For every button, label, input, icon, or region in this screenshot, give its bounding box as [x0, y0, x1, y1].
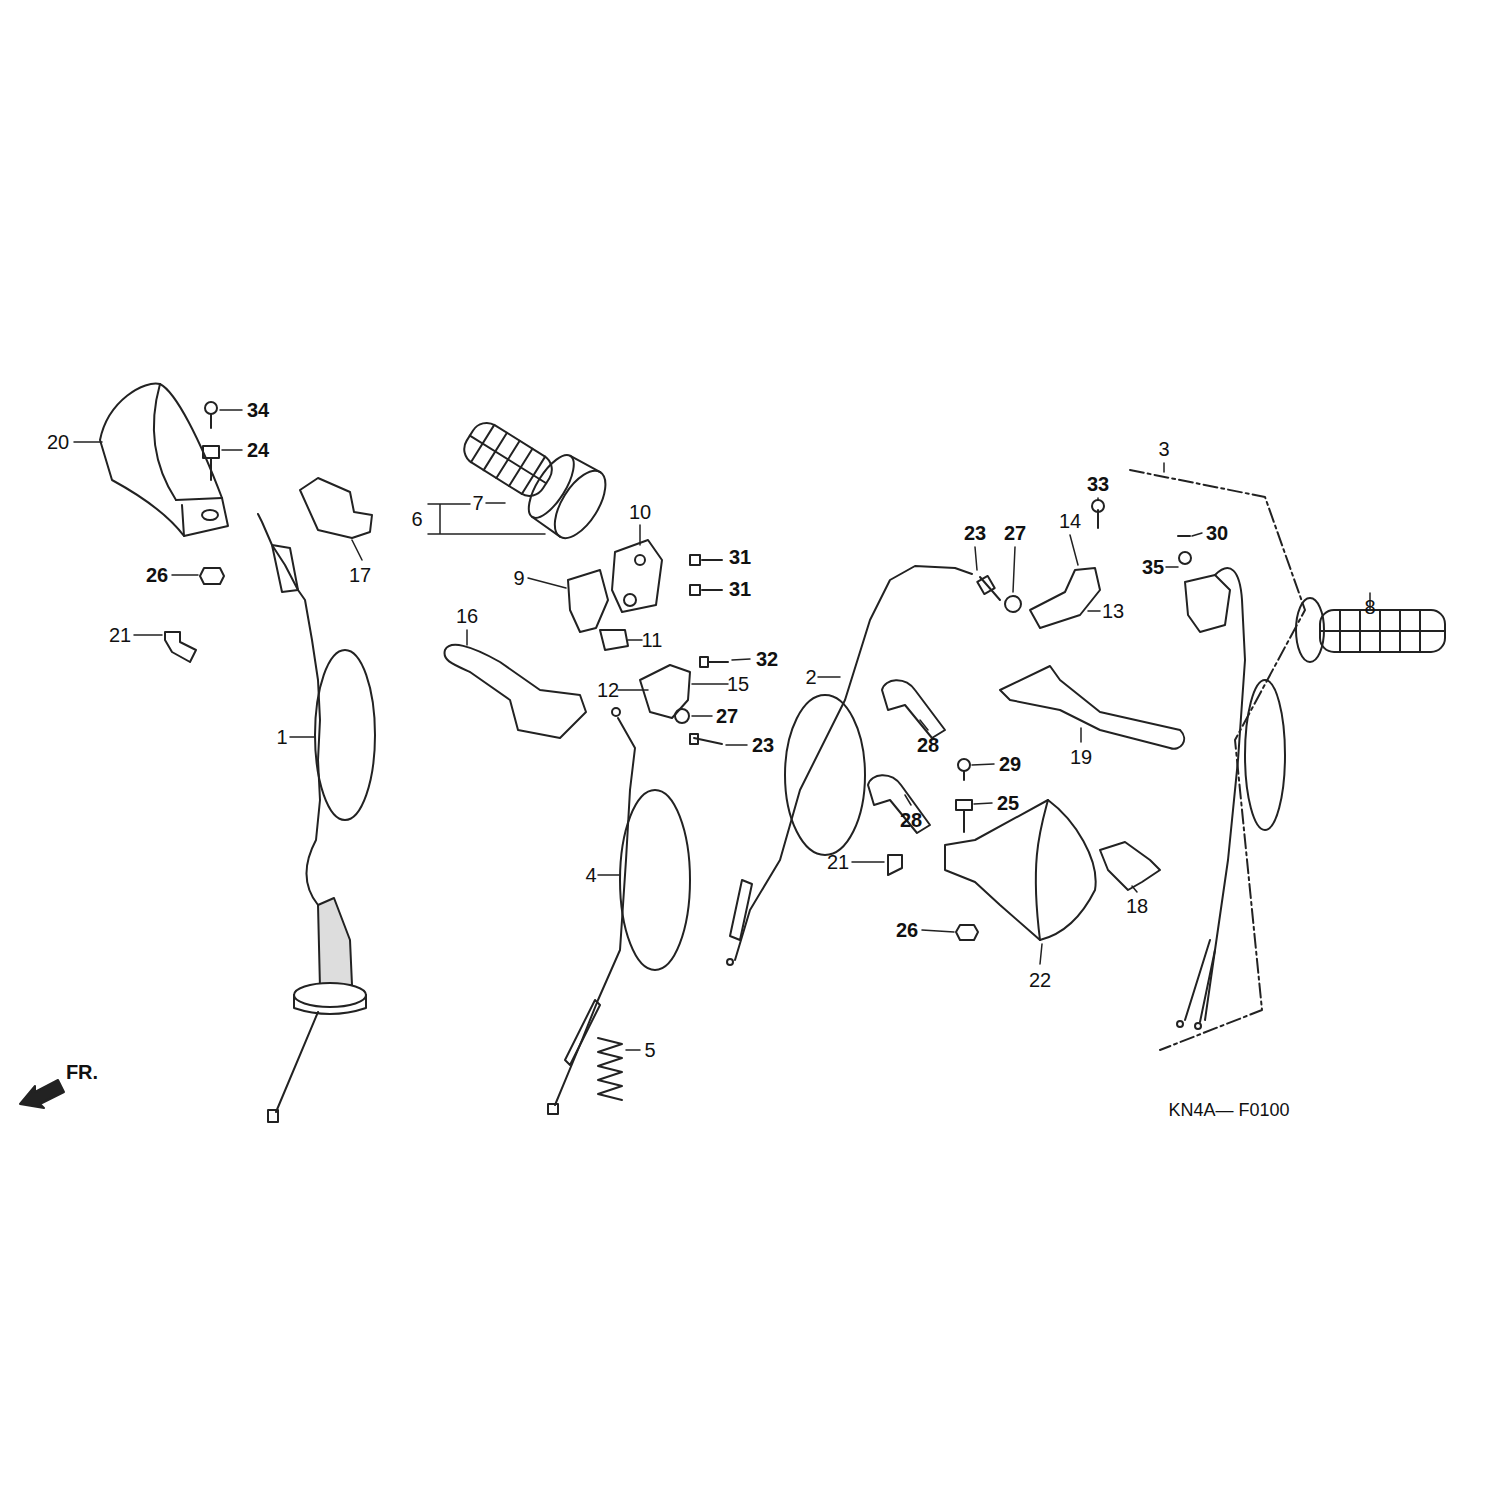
callout-number: 18: [1126, 896, 1148, 916]
callout-number: 26: [896, 920, 918, 940]
callout-number: 23: [752, 735, 774, 755]
callout-number: 23: [964, 523, 986, 543]
callout-number: 17: [349, 565, 371, 585]
housing: [612, 540, 662, 612]
callout-number: 27: [716, 706, 738, 726]
callout-number: 8: [1364, 597, 1375, 617]
clip: [888, 855, 902, 875]
callout-number: 9: [513, 568, 524, 588]
callout-number: 2: [805, 667, 816, 687]
housing: [568, 570, 608, 632]
kill-switch: [1177, 536, 1285, 1029]
brake-cable: [727, 566, 972, 965]
callout-number: 35: [1142, 557, 1164, 577]
callout-number: 14: [1059, 511, 1081, 531]
callout-number: 31: [729, 579, 751, 599]
group-bracket: [1130, 470, 1305, 1050]
callout-number: 26: [146, 565, 168, 585]
clutch-cable: [548, 708, 690, 1114]
grip: [1296, 598, 1445, 662]
callout-number: 27: [1004, 523, 1026, 543]
bolt: [200, 402, 224, 584]
boot: [300, 478, 372, 538]
figure-code: KN4A— F0100: [1168, 1101, 1289, 1119]
bracket: [600, 630, 628, 650]
callout-number: 6: [411, 509, 422, 529]
callout-number: 21: [827, 852, 849, 872]
front-arrow: [20, 1080, 64, 1108]
clip: [165, 632, 196, 662]
callout-number: 32: [756, 649, 778, 669]
boot: [1100, 842, 1160, 890]
callout-number: 19: [1070, 747, 1092, 767]
cable-tie: [882, 680, 945, 738]
bracket: [640, 665, 690, 718]
callout-number: 5: [644, 1040, 655, 1060]
callout-number: 13: [1102, 601, 1124, 621]
callout-number: 34: [247, 400, 269, 420]
callout-number: 28: [900, 810, 922, 830]
callout-number: 33: [1087, 474, 1109, 494]
callout-number: 1: [276, 727, 287, 747]
callout-number: 10: [629, 502, 651, 522]
callout-number: 28: [917, 735, 939, 755]
spring: [598, 1038, 622, 1100]
throttle-cable: [258, 514, 375, 1122]
callout-number: FR.: [66, 1062, 98, 1082]
callout-number: 16: [456, 606, 478, 626]
callout-number: 30: [1206, 523, 1228, 543]
cable-tie: [868, 775, 930, 833]
leader-lines: [74, 410, 1370, 1050]
callout-number: 20: [47, 432, 69, 452]
throttle-grip: [450, 403, 616, 546]
callout-number: 24: [247, 440, 269, 460]
callout-number: 4: [585, 865, 596, 885]
lever: [444, 645, 586, 738]
callout-number: 25: [997, 793, 1019, 813]
callout-number: 29: [999, 754, 1021, 774]
hand-guard: [945, 800, 1096, 940]
perch: [1030, 568, 1100, 628]
callout-number: 3: [1158, 439, 1169, 459]
callout-number: 12: [597, 680, 619, 700]
callout-number: 22: [1029, 970, 1051, 990]
callout-number: 31: [729, 547, 751, 567]
callout-number: 15: [727, 674, 749, 694]
callout-number: 7: [472, 493, 483, 513]
lever: [1000, 666, 1184, 749]
callout-number: 21: [109, 625, 131, 645]
hand-guard: [100, 383, 228, 536]
callout-number: 11: [642, 630, 663, 650]
